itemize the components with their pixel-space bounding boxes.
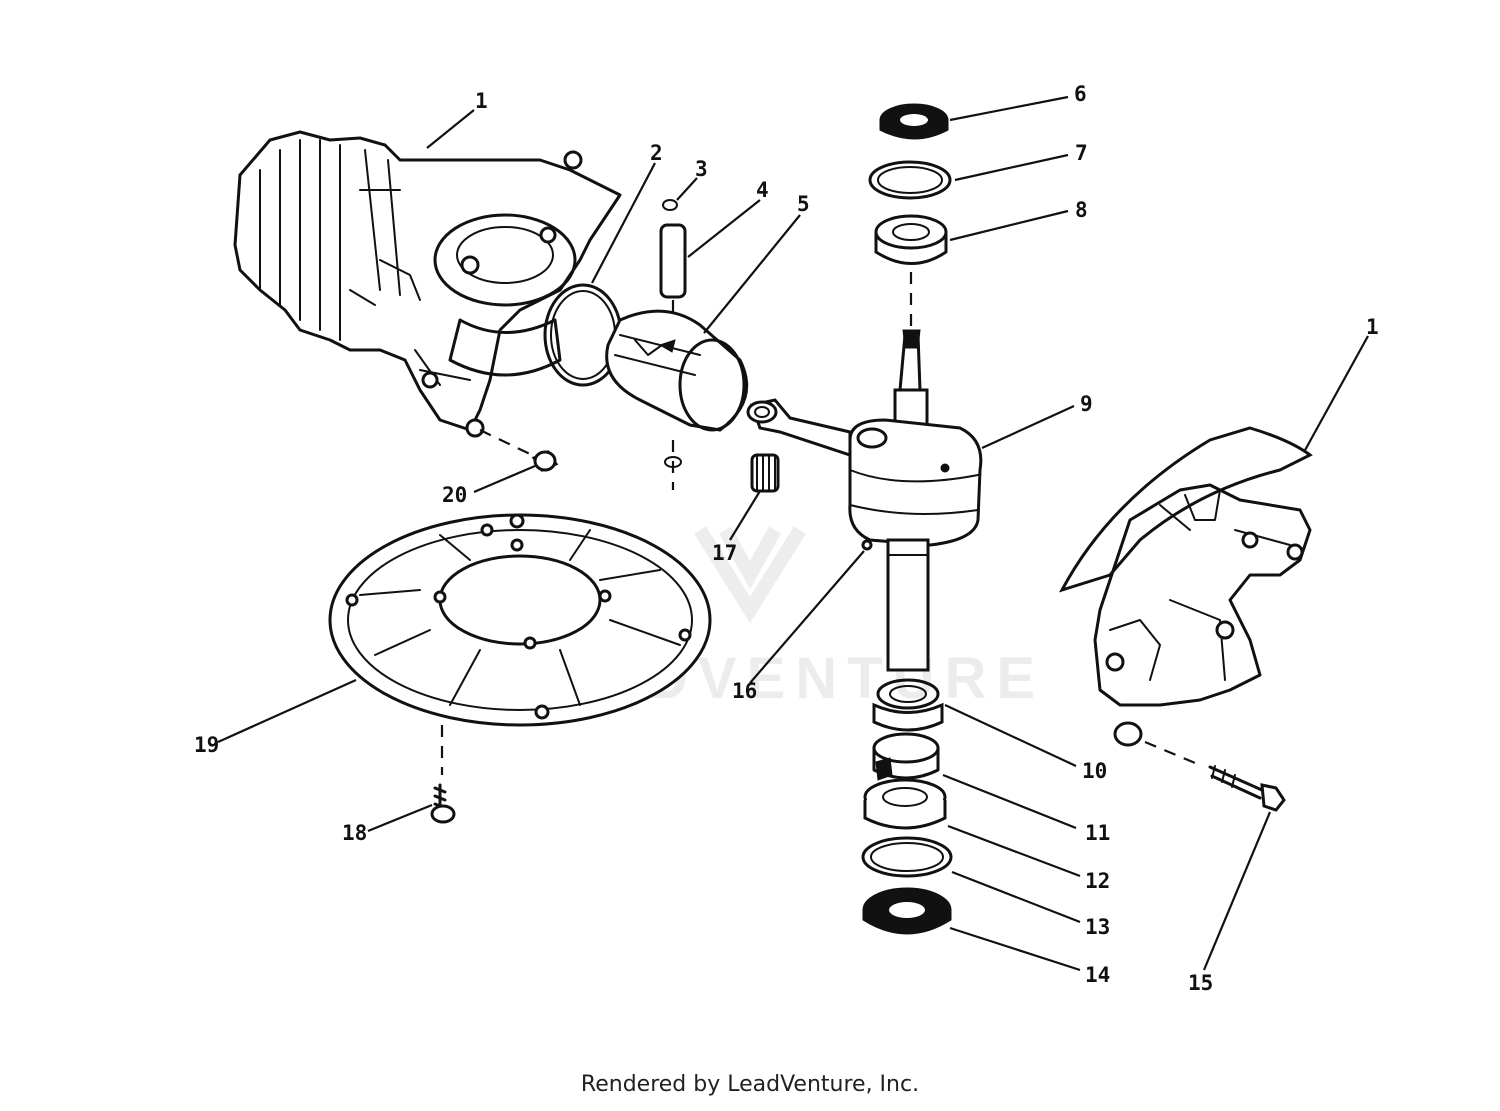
dowel-part: [479, 429, 559, 472]
bolt-part: [1208, 765, 1286, 812]
lower-seal-part: [862, 887, 952, 935]
lower-seal-housing-part: [872, 678, 944, 732]
crankshaft-part: [848, 329, 983, 672]
callout-3: 3: [695, 157, 708, 181]
callout-18: 18: [342, 821, 367, 845]
crankcase-right-part: [1058, 426, 1313, 767]
callout-13: 13: [1085, 915, 1110, 939]
footer-credit: Rendered by LeadVenture, Inc.: [580, 1072, 920, 1097]
callout-1a: 1: [475, 89, 488, 113]
upper-bearing-part: [874, 214, 948, 265]
leader-lines: [217, 95, 1369, 972]
lower-bearing-cage-part: [872, 732, 940, 781]
callout-labels: 1 2 3 4 5 6 7 8 9 1 10 11 12 13 14 15 16…: [194, 82, 1379, 995]
crankcase-left-part: [233, 130, 622, 438]
callout-11: 11: [1085, 821, 1110, 845]
callout-16: 16: [732, 679, 757, 703]
lower-bearing-part: [863, 778, 947, 830]
wrist-pin-part: [659, 223, 687, 490]
piston-part: [605, 309, 749, 432]
mounting-plate-part: [328, 513, 712, 775]
callout-9: 9: [1080, 392, 1093, 416]
callout-1b: 1: [1366, 315, 1379, 339]
needle-bearing-part: [750, 453, 780, 493]
lower-retaining-ring-part: [861, 836, 953, 878]
callout-6: 6: [1074, 82, 1087, 106]
upper-seal-part: [879, 103, 949, 140]
connecting-rod-part: [746, 398, 852, 458]
callout-20: 20: [442, 483, 467, 507]
callout-2: 2: [650, 141, 663, 165]
callout-12: 12: [1085, 869, 1110, 893]
callout-17: 17: [712, 541, 737, 565]
ball-part: [861, 539, 873, 551]
upper-retaining-ring-part: [868, 160, 952, 200]
callout-10: 10: [1082, 759, 1107, 783]
callout-8: 8: [1075, 198, 1088, 222]
callout-5: 5: [797, 192, 810, 216]
screw-part: [430, 783, 456, 824]
callout-19: 19: [194, 733, 219, 757]
callout-4: 4: [756, 178, 769, 202]
callout-15: 15: [1188, 971, 1213, 995]
callout-7: 7: [1075, 141, 1088, 165]
callout-14: 14: [1085, 963, 1110, 987]
